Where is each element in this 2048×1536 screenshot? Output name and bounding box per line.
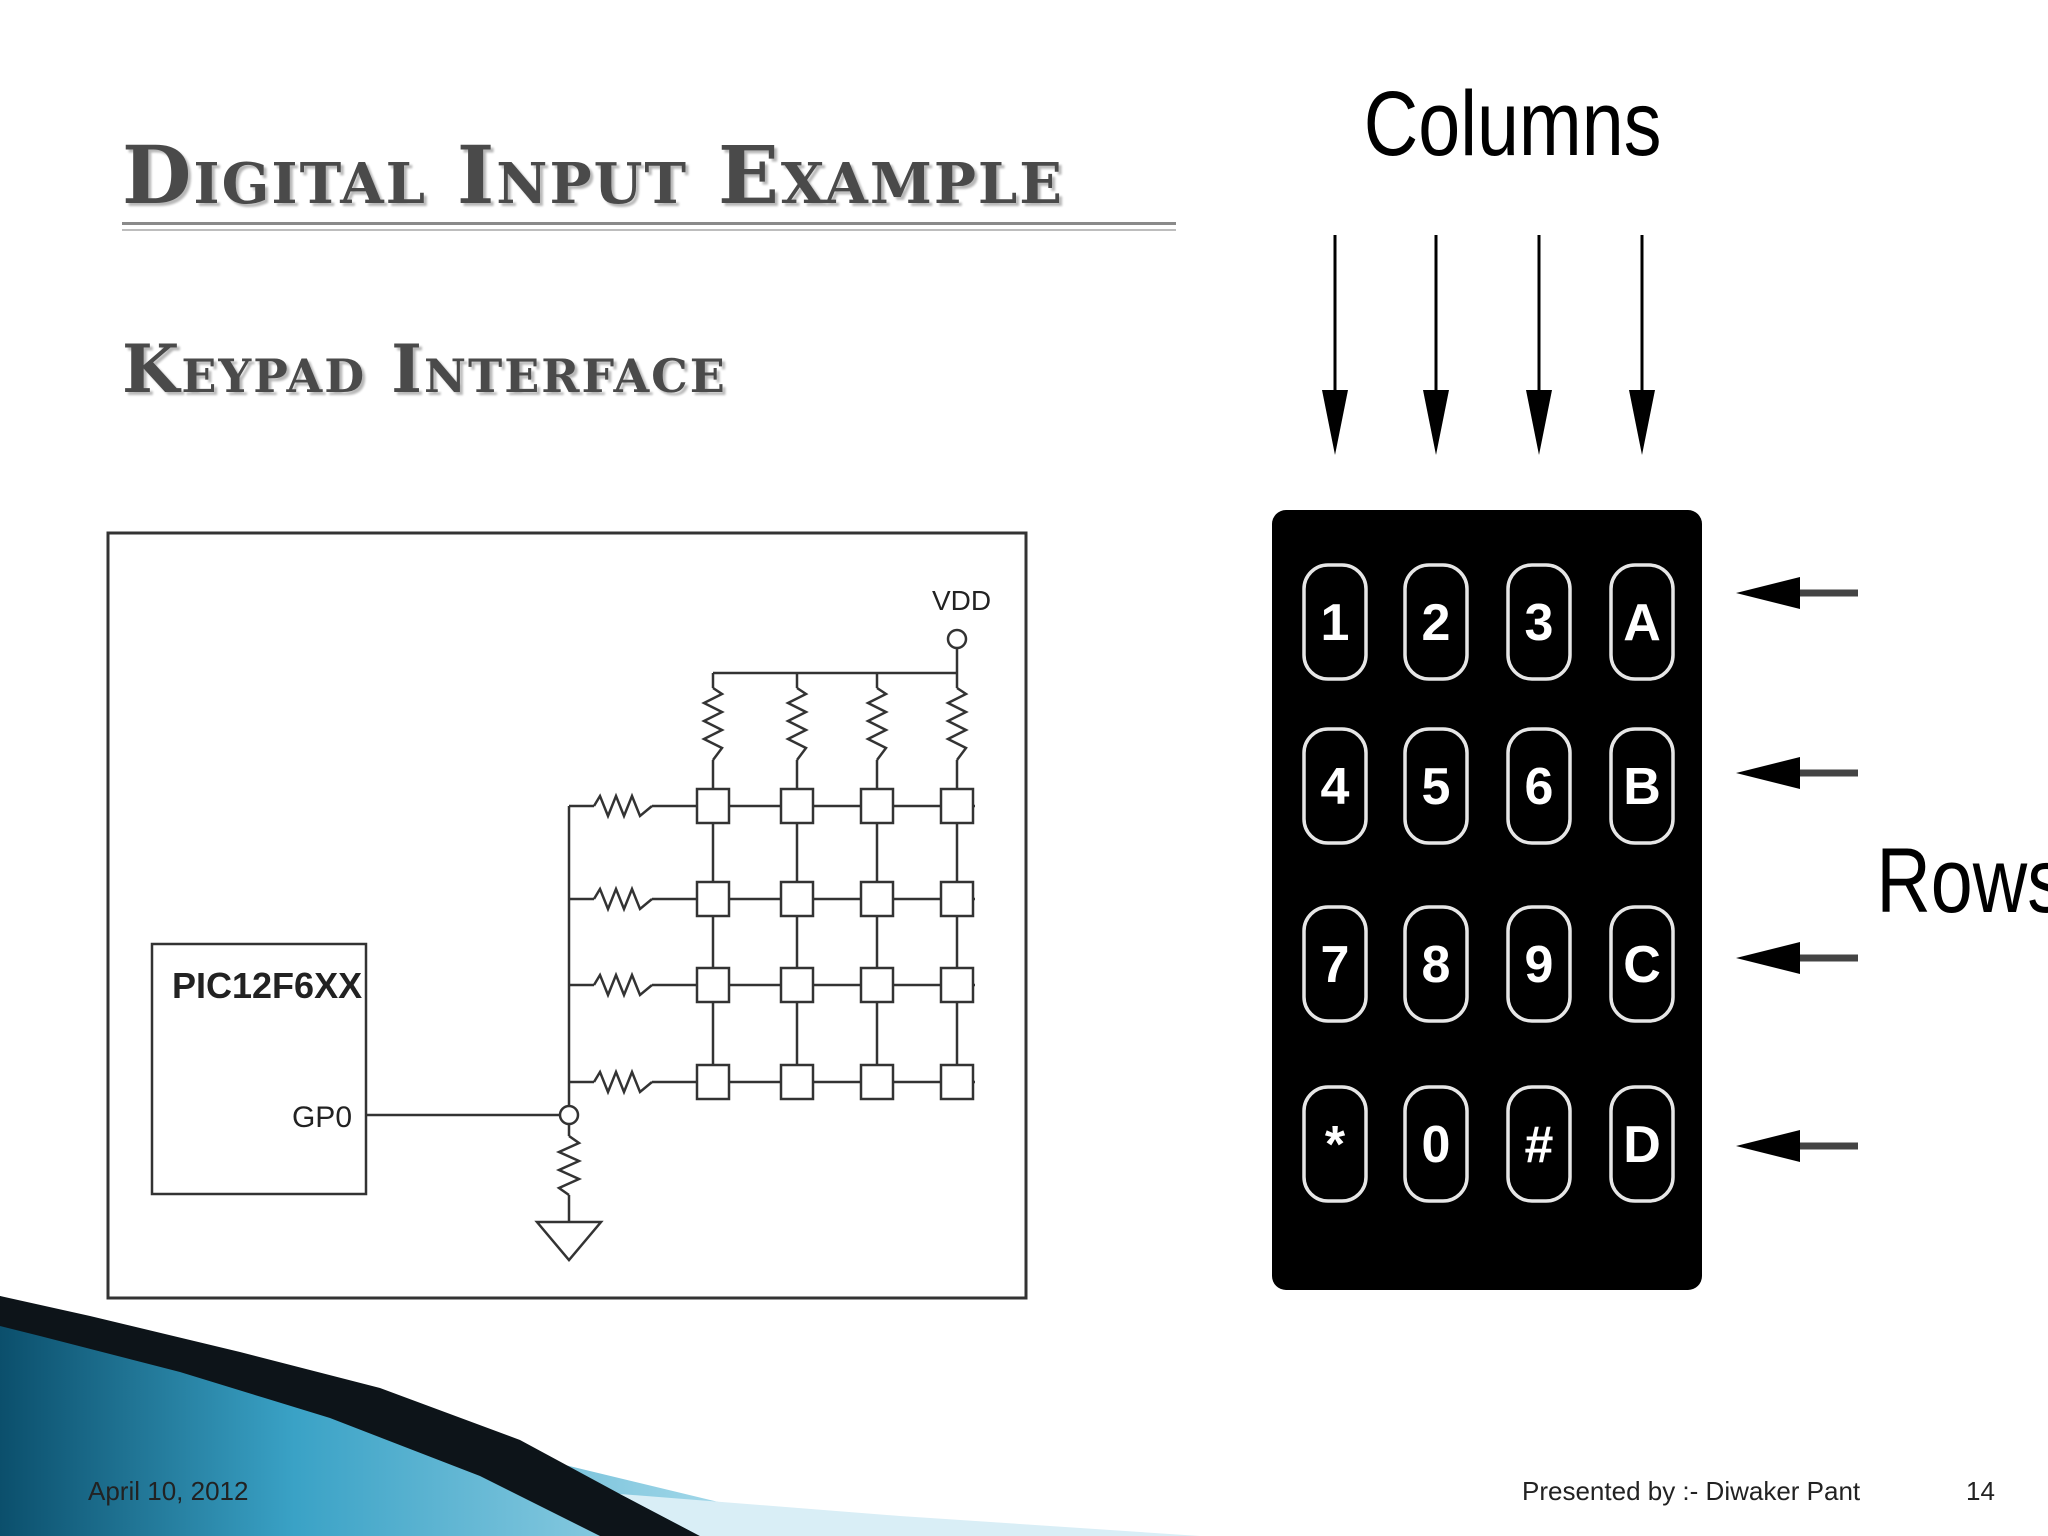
footer-date: April 10, 2012 — [88, 1476, 249, 1506]
column-arrowhead — [1526, 390, 1552, 455]
row-resistor — [592, 1068, 653, 1096]
keypad-key — [1403, 563, 1469, 681]
keypad-key — [1506, 563, 1572, 681]
pin-label: GP0 — [292, 1101, 352, 1134]
keypad-key-label: 5 — [1422, 758, 1451, 816]
column-arrowhead — [1322, 390, 1348, 455]
keypad-key — [1609, 1085, 1675, 1203]
switch-contact — [779, 787, 815, 825]
switch-contact — [779, 880, 815, 918]
keypad-key — [1403, 1085, 1469, 1203]
switch-contact — [695, 1063, 731, 1101]
keypad-key — [1403, 727, 1469, 845]
keypad-key-label: * — [1325, 1116, 1346, 1174]
switch-contact — [859, 787, 895, 825]
junction-node — [558, 1104, 580, 1126]
switch-contact — [695, 966, 731, 1004]
switch-contact — [939, 1063, 975, 1101]
row-arrowhead — [1736, 1130, 1800, 1162]
switch-contact — [779, 966, 815, 1004]
row-arrowhead — [1736, 577, 1800, 609]
keypad-key — [1403, 905, 1469, 1023]
ground-symbol — [534, 1220, 604, 1262]
keypad-key-label: 9 — [1525, 936, 1554, 994]
switch-contact — [859, 1063, 895, 1101]
keypad-key — [1302, 563, 1368, 681]
keypad-key — [1302, 905, 1368, 1023]
schematic-frame — [106, 531, 1028, 1300]
vdd-node — [946, 628, 968, 650]
column-arrowhead — [1629, 390, 1655, 455]
title-underline — [122, 222, 1176, 225]
keypad-key-label: B — [1623, 758, 1661, 816]
keypad-key-label: # — [1525, 1116, 1554, 1174]
footer-swoosh — [0, 1296, 1200, 1536]
pullup-resistor — [701, 686, 725, 761]
keypad-key-label: 6 — [1525, 758, 1554, 816]
switch-contact — [859, 966, 895, 1004]
keypad-key-label: 7 — [1321, 936, 1350, 994]
keypad-key — [1506, 905, 1572, 1023]
supply-label: VDD — [932, 585, 991, 616]
keypad-key — [1302, 727, 1368, 845]
chip-box — [150, 942, 368, 1196]
keypad-key-label: 8 — [1422, 936, 1451, 994]
switch-contact — [695, 880, 731, 918]
switch-contact — [695, 787, 731, 825]
switch-contact — [939, 880, 975, 918]
keypad-key-label: 3 — [1525, 594, 1554, 652]
keypad-body — [1272, 510, 1702, 1290]
keypad-key — [1609, 727, 1675, 845]
title-underline-shadow — [122, 229, 1176, 231]
row-resistor — [592, 792, 653, 820]
keypad-key-label: 0 — [1422, 1116, 1451, 1174]
keypad-key-label: D — [1623, 1116, 1661, 1174]
footer-presenter: Presented by :- Diwaker Pant — [1522, 1476, 1861, 1506]
row-arrowhead — [1736, 942, 1800, 974]
row-arrows — [1736, 577, 1858, 1162]
keypad-key-label: 1 — [1321, 594, 1350, 652]
pullup-resistor — [865, 686, 889, 761]
slide-subtitle: Keypad Interface — [122, 330, 727, 408]
keypad-illustration: Columns Rows 1 2 3 A 4 5 6 B 7 8 9 C * 0 # D — [1272, 72, 2048, 1290]
keypad-key — [1609, 563, 1675, 681]
columns-label: Columns — [1364, 72, 1662, 175]
footer-page-number: 14 — [1966, 1476, 1995, 1506]
switch-contact — [939, 787, 975, 825]
row-arrowhead — [1736, 757, 1800, 789]
pullup-resistor — [785, 686, 809, 761]
keypad-key-label: 2 — [1422, 594, 1451, 652]
keypad-key — [1506, 1085, 1572, 1203]
keypad-key-label: 4 — [1321, 758, 1350, 816]
switch-contact — [939, 966, 975, 1004]
rows-label: Rows — [1876, 829, 2048, 932]
keypad-key-label: C — [1623, 936, 1661, 994]
slide-title: Digital Input Example — [122, 128, 1064, 222]
keypad-key — [1609, 905, 1675, 1023]
row-resistor — [592, 885, 653, 913]
row-resistor — [592, 971, 653, 999]
keypad-key — [1506, 727, 1572, 845]
keypad-key — [1302, 1085, 1368, 1203]
switch-contact — [859, 880, 895, 918]
pullup-resistor — [945, 686, 969, 761]
keypad-key-label: A — [1623, 594, 1661, 652]
keypad-circuit-schematic: PIC12F6XX GP0 VDD — [106, 531, 1028, 1300]
switch-contact — [779, 1063, 815, 1101]
column-arrowhead — [1423, 390, 1449, 455]
column-arrows — [1322, 235, 1655, 455]
chip-label: PIC12F6XX — [172, 965, 362, 1006]
